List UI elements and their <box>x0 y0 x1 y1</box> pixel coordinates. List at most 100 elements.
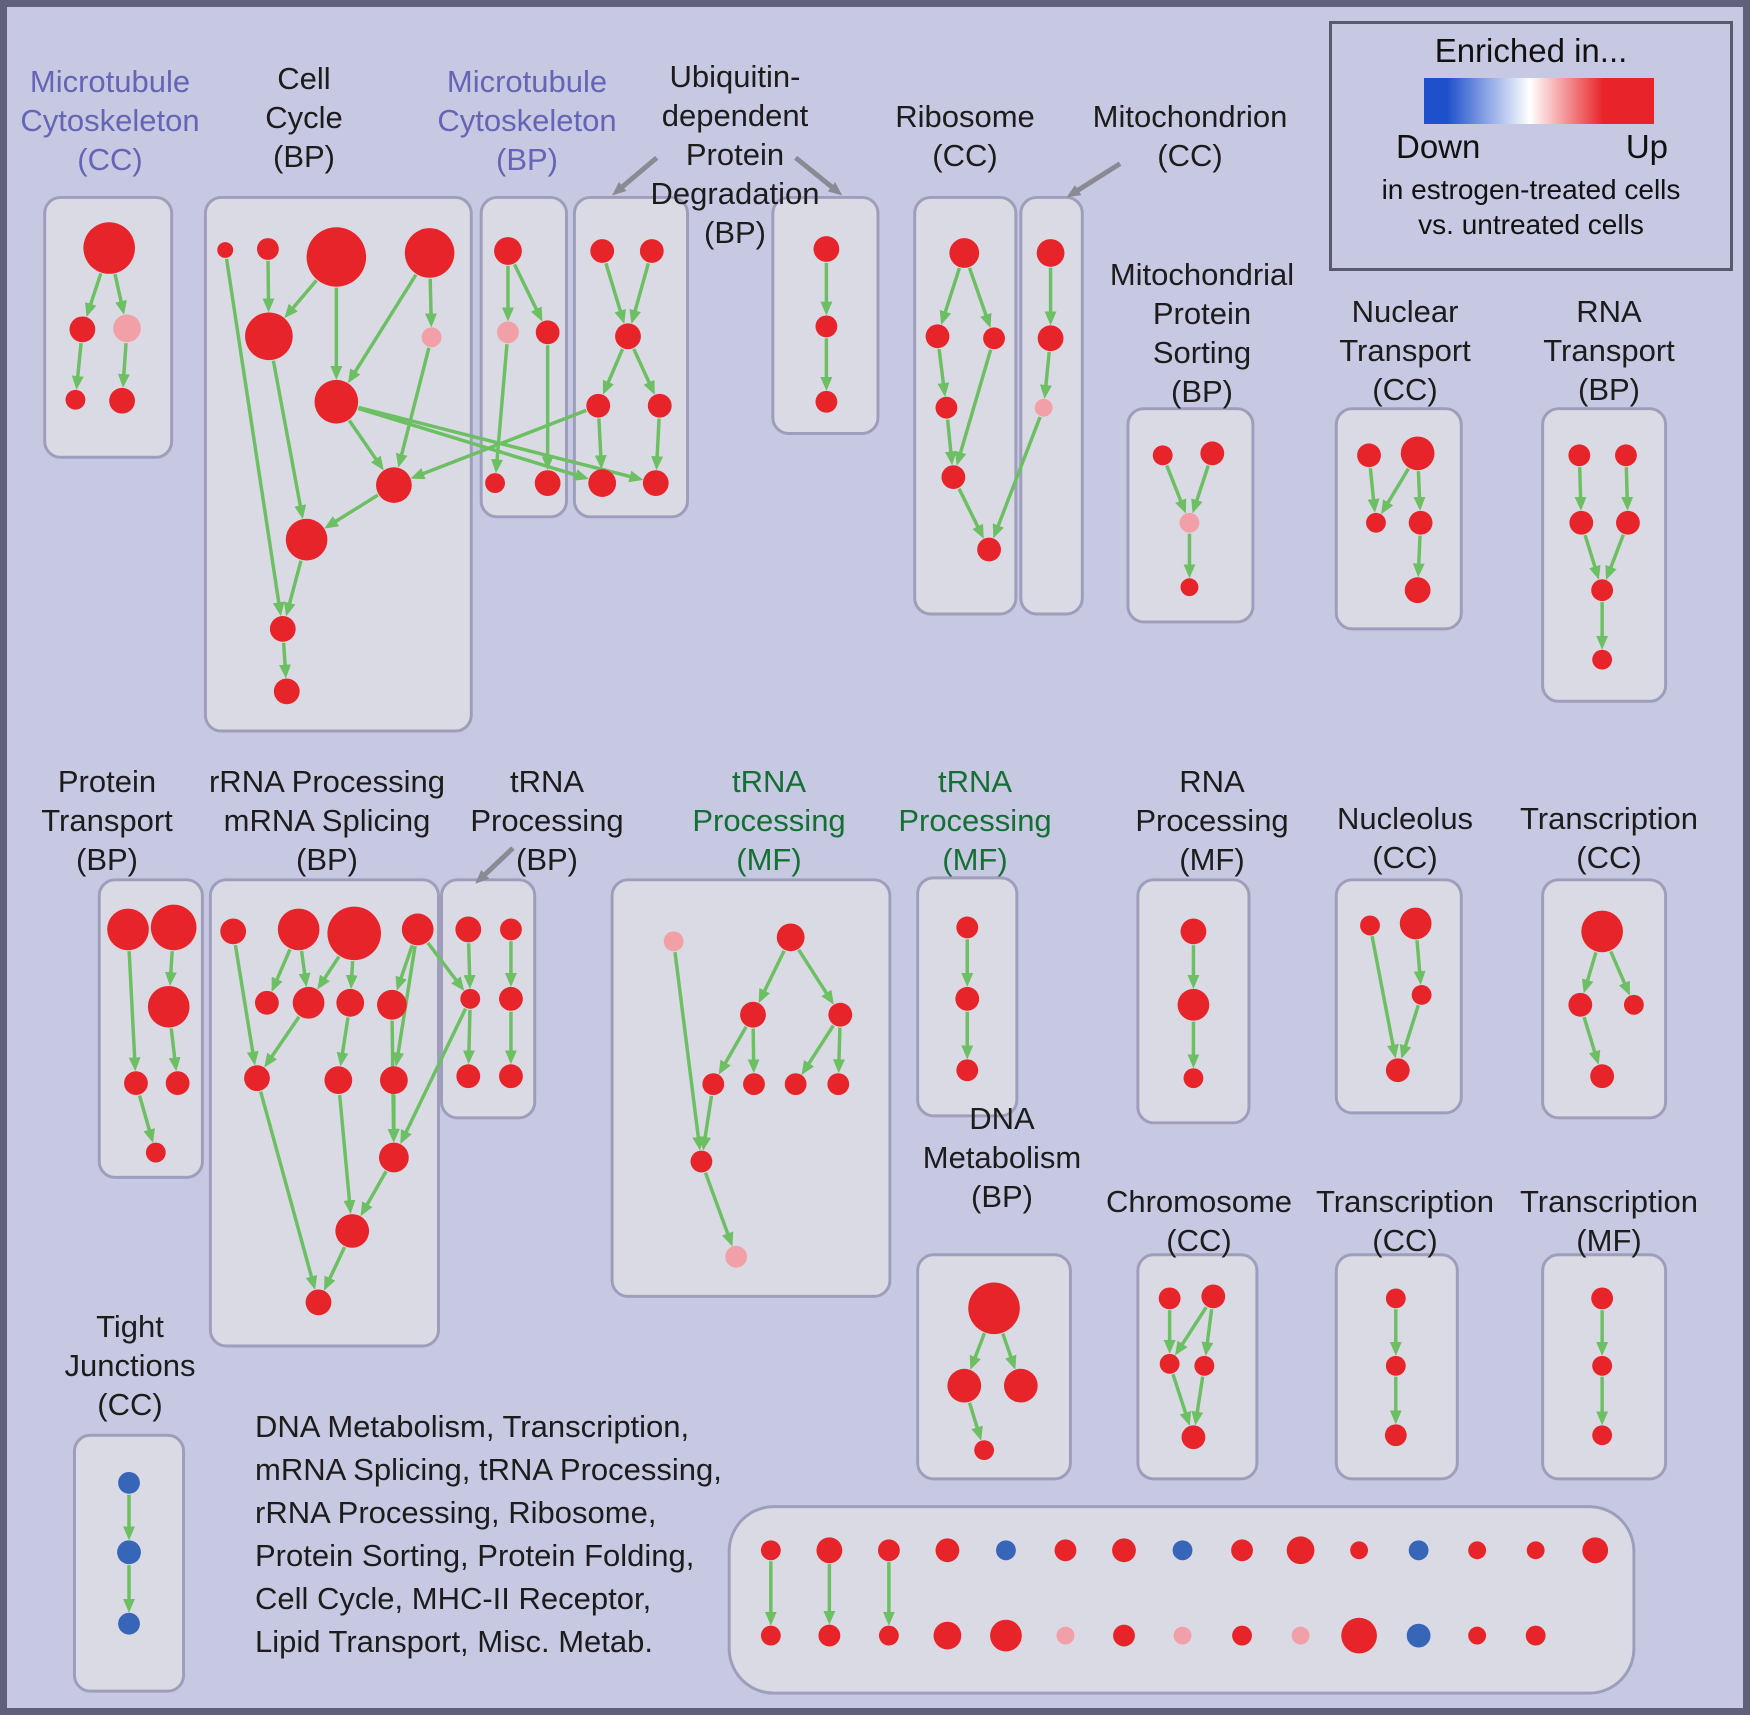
gene-node-s2 <box>1200 441 1225 466</box>
gene-node-bs10b <box>1291 1626 1310 1645</box>
edge-k3-k5 <box>718 1025 748 1075</box>
gene-node-bs13b <box>1468 1626 1487 1645</box>
gene-node-h6 <box>499 1064 523 1089</box>
gene-node-r5 <box>941 465 966 490</box>
edge-c9-c10 <box>283 560 303 617</box>
group-box-ribosome-cc <box>913 195 1018 616</box>
edge-r4-r5 <box>944 419 957 466</box>
gene-node-bs3b <box>878 1625 899 1646</box>
group-box-rna-transport-bp <box>1541 407 1668 703</box>
edge-z2-z4 <box>1582 1016 1601 1065</box>
edge-y3-y4 <box>1399 1004 1420 1059</box>
gene-node-x3 <box>1183 1068 1204 1089</box>
gene-node-bs12b <box>1406 1623 1431 1648</box>
gene-node-tj1 <box>118 1471 140 1494</box>
edge-c6-c8 <box>395 347 431 468</box>
gene-node-h3 <box>460 988 481 1009</box>
gene-node-k8 <box>827 1073 850 1096</box>
gene-node-u1 <box>590 239 615 263</box>
gene-node-r3 <box>983 327 1005 350</box>
gene-node-r1 <box>949 238 980 268</box>
edge-z1-z2 <box>1581 951 1598 994</box>
gene-node-y4 <box>1385 1058 1410 1083</box>
gene-node-u4 <box>586 393 611 418</box>
gene-node-bs12t <box>1408 1540 1429 1561</box>
group-box-microtubule-cytoskeleton-bp <box>479 195 568 519</box>
gene-node-bs5t <box>996 1540 1016 1561</box>
gene-node-pt6 <box>145 1142 166 1163</box>
gene-node-u7 <box>642 470 669 496</box>
gene-node-ch3 <box>1159 1353 1180 1374</box>
edge-u5-u7 <box>651 418 664 471</box>
gene-node-bs1t <box>760 1540 781 1561</box>
edge-pt3-pt5 <box>168 1028 181 1072</box>
edge-u1-u3 <box>604 262 626 324</box>
edge-g4-h3 <box>426 941 465 991</box>
edge-s2-s3 <box>1191 465 1210 514</box>
gene-node-g2 <box>277 908 320 951</box>
edge-r2-r4 <box>937 348 950 397</box>
gene-node-dm3 <box>1003 1368 1038 1403</box>
gene-node-pt4 <box>124 1071 148 1096</box>
label-pointer-arrow <box>475 846 515 884</box>
edge-y1-y4 <box>1370 935 1399 1059</box>
gene-node-q6 <box>1592 649 1613 670</box>
edge-ch2-ch4 <box>1201 1308 1214 1356</box>
gene-node-t2 <box>1037 325 1064 352</box>
edge-h3-h5 <box>462 1009 475 1065</box>
edge-k5-k9 <box>699 1095 714 1151</box>
edge-c1-c10 <box>224 258 285 617</box>
gene-node-q1 <box>1568 444 1591 467</box>
gene-node-y1 <box>1360 915 1380 936</box>
gene-node-x1 <box>1180 918 1207 945</box>
annotation-line: Protein Sorting, Protein Folding, <box>255 1538 695 1573</box>
group-box-ubiquitin-degradation-bp <box>572 195 689 519</box>
gene-node-c10 <box>269 615 296 642</box>
gene-node-bs13t <box>1468 1541 1487 1560</box>
gene-node-z2 <box>1568 992 1593 1017</box>
edge-m1-m3 <box>512 263 543 322</box>
gene-node-w1 <box>956 916 979 939</box>
gene-node-g7 <box>336 988 365 1017</box>
gene-node-bs4t <box>935 1538 960 1563</box>
edge-k2-k4 <box>797 948 834 1005</box>
edge-c7-u6 <box>357 406 589 481</box>
gene-node-bs8t <box>1172 1540 1193 1561</box>
edge-r1-r3 <box>967 267 992 328</box>
edge-a1-a2 <box>85 272 103 318</box>
edge-dm1-dm2 <box>969 1332 987 1370</box>
legend-up-label: Up <box>1625 128 1668 165</box>
gene-node-a2 <box>69 316 96 343</box>
edge-a2-a4 <box>71 342 84 390</box>
gene-node-s4 <box>1180 578 1199 597</box>
gene-node-m2 <box>497 321 519 344</box>
gene-node-s3 <box>1179 512 1200 533</box>
edge-c4-c6 <box>425 278 437 328</box>
gene-node-v2 <box>815 315 838 338</box>
gene-node-p5 <box>1404 577 1431 604</box>
edge-g12-g13 <box>360 1170 388 1217</box>
gene-node-g6 <box>292 986 325 1019</box>
gene-node-pt1 <box>107 908 149 951</box>
edge-q1-q3 <box>1574 467 1587 511</box>
annotation-line: DNA Metabolism, Transcription, <box>255 1409 690 1444</box>
edge-k9-k10 <box>703 1172 734 1247</box>
gene-node-w2 <box>955 986 980 1011</box>
gene-node-c2 <box>256 238 279 260</box>
edge-c7-u7 <box>358 405 644 483</box>
gene-node-c8 <box>376 467 412 503</box>
edge-a1-a3 <box>113 273 127 315</box>
gene-node-bs9b <box>1232 1625 1252 1646</box>
gene-node-m5 <box>534 470 561 496</box>
gene-node-pt5 <box>165 1071 190 1096</box>
gene-node-g13 <box>335 1214 370 1248</box>
annotation-line: Lipid Transport, Misc. Metab. <box>255 1624 653 1659</box>
edge-ch3-ch5 <box>1171 1373 1192 1426</box>
edge-k4-k7 <box>801 1024 835 1075</box>
edge-u3-u4 <box>602 348 625 395</box>
gene-node-g14 <box>305 1289 332 1316</box>
label-pointer-arrow <box>612 155 659 196</box>
gene-node-c11 <box>273 678 300 705</box>
edge-g4-g11 <box>392 945 417 1067</box>
gene-node-bs2t <box>816 1537 843 1564</box>
